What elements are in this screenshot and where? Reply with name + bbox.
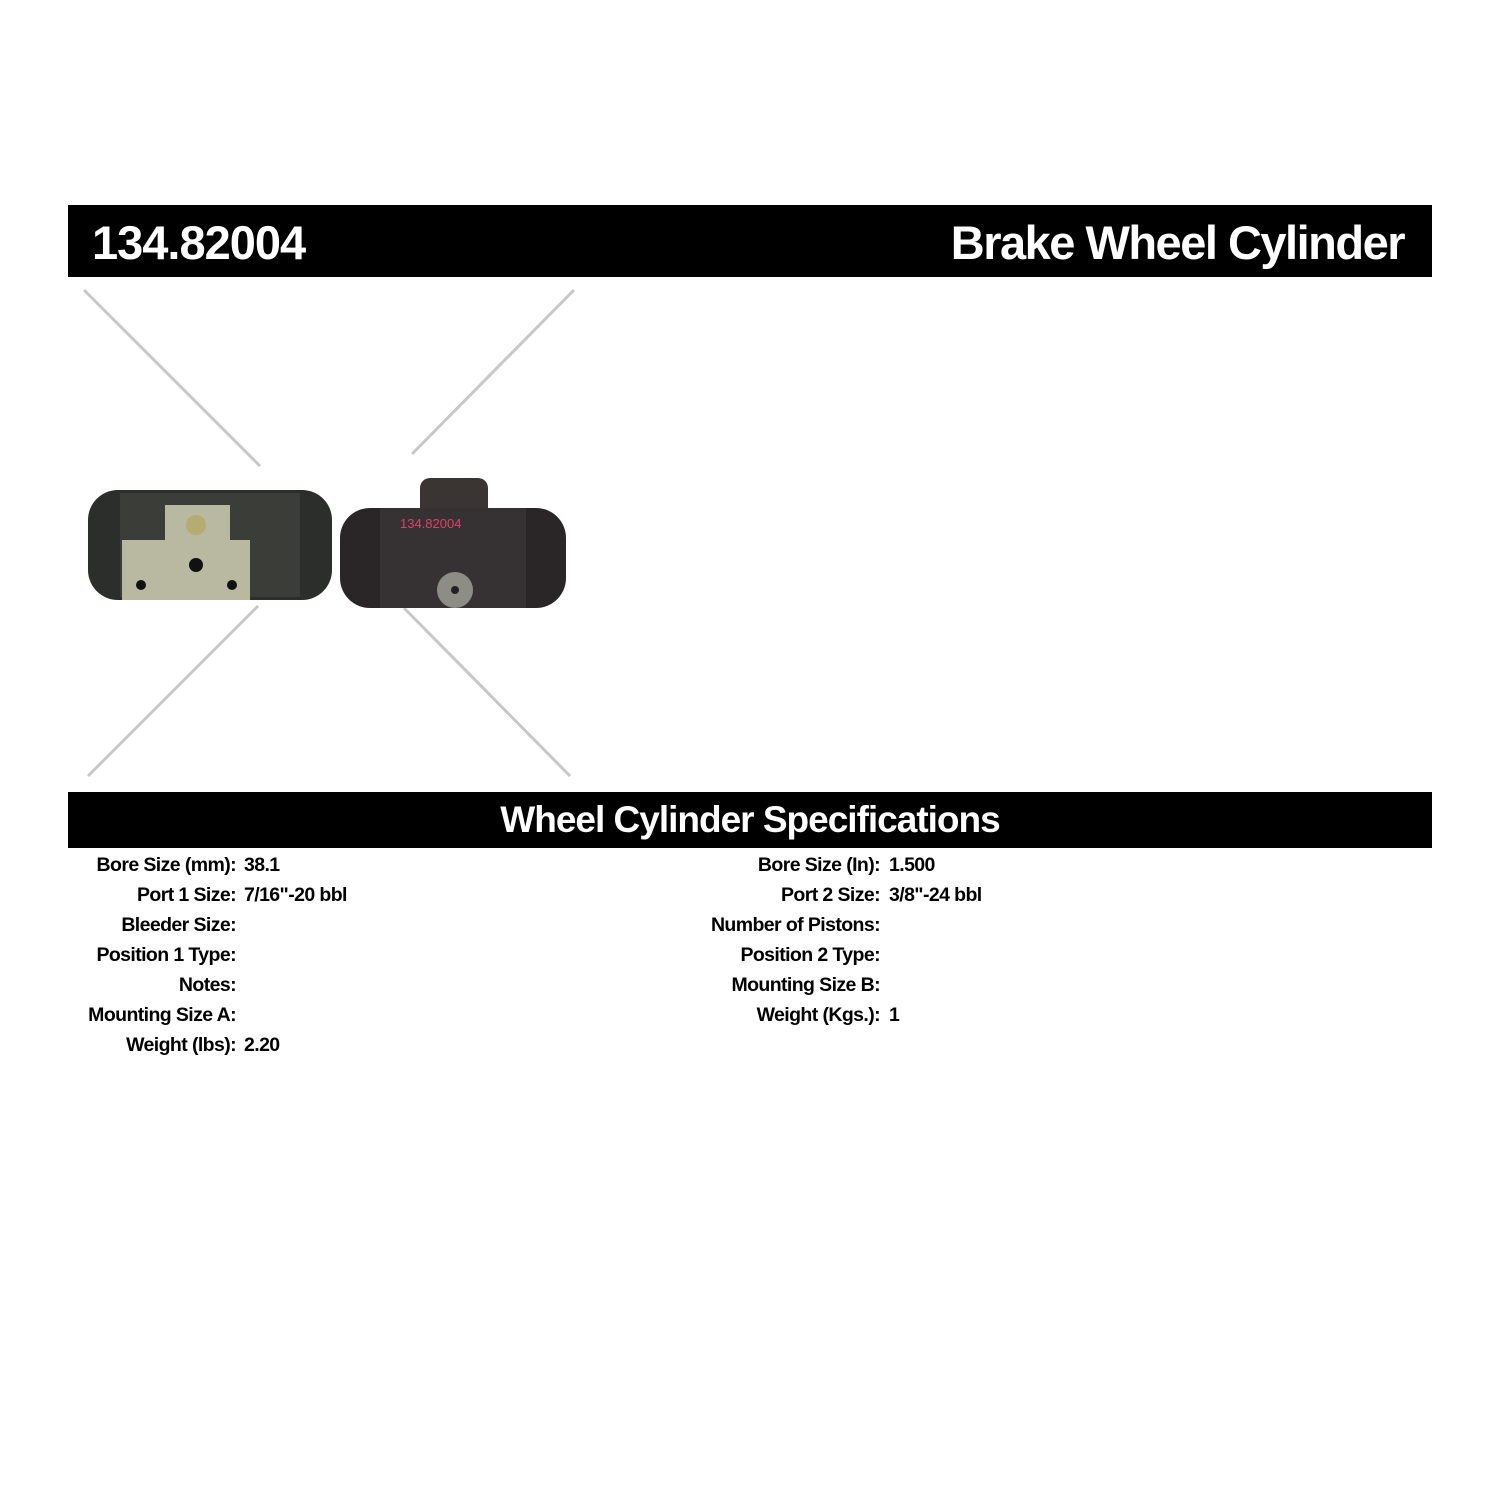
spec-value: 3/8"-24 bbl bbox=[889, 884, 982, 906]
spec-value: 2.20 bbox=[244, 1034, 280, 1056]
spec-label: Weight (lbs): bbox=[126, 1034, 237, 1056]
spec-label: Mounting Size A: bbox=[88, 1004, 236, 1026]
spec-value: 1 bbox=[889, 1004, 900, 1026]
spec-row: Position 2 Type: bbox=[0, 944, 880, 974]
spec-row: Mounting Size B: bbox=[0, 974, 880, 1004]
spec-label: Position 2 Type: bbox=[740, 944, 880, 966]
spec-label: Notes: bbox=[178, 974, 237, 996]
spec-label: Bleeder Size: bbox=[121, 914, 236, 936]
spec-label: Mounting Size B: bbox=[731, 974, 880, 996]
spec-label: Weight (Kgs.): bbox=[756, 1004, 881, 1026]
spec-value: 1.500 bbox=[889, 854, 935, 876]
spec-row: Bleeder Size: bbox=[0, 914, 236, 944]
spec-value: 7/16"-20 bbl bbox=[244, 884, 347, 906]
spec-row: Number of Pistons: bbox=[0, 914, 881, 944]
spec-row: Position 1 Type: bbox=[0, 944, 236, 974]
spec-row: Mounting Size A: bbox=[0, 1004, 236, 1034]
spec-row: Bore Size (In): 1.500 bbox=[0, 854, 936, 884]
spec-label: Number of Pistons: bbox=[710, 914, 881, 936]
spec-row: Weight (Kgs.): 1 bbox=[0, 1004, 900, 1034]
header-bar: 134.82004 Brake Wheel Cylinder bbox=[68, 205, 1432, 277]
spec-row: Port 2 Size: 3/8"-24 bbl bbox=[0, 884, 982, 914]
spec-value: 38.1 bbox=[244, 854, 280, 876]
cylinder-right: 134.82004 bbox=[340, 478, 566, 608]
specs-title-bar: Wheel Cylinder Specifications bbox=[68, 792, 1432, 848]
spec-label: Bore Size (mm): bbox=[96, 854, 237, 876]
specs-title: Wheel Cylinder Specifications bbox=[500, 799, 1000, 840]
product-title: Brake Wheel Cylinder bbox=[950, 216, 1406, 269]
spec-row: Port 1 Size: 7/16"-20 bbl bbox=[0, 884, 347, 914]
spec-row: Bore Size (mm): 38.1 bbox=[0, 854, 281, 884]
spec-row: Weight (lbs): 2.20 bbox=[0, 1034, 280, 1064]
cylinder-left bbox=[88, 490, 332, 600]
part-number: 134.82004 bbox=[92, 216, 306, 269]
reference-cross-lines bbox=[82, 288, 576, 778]
part-stamp: 134.82004 bbox=[400, 516, 461, 531]
spec-label: Port 1 Size: bbox=[137, 884, 237, 906]
spec-label: Bore Size (In): bbox=[757, 854, 881, 876]
spec-label: Port 2 Size: bbox=[781, 884, 881, 906]
spec-label: Position 1 Type: bbox=[96, 944, 236, 966]
product-image: 134.82004 bbox=[82, 288, 576, 778]
spec-row: Notes: bbox=[0, 974, 237, 1004]
